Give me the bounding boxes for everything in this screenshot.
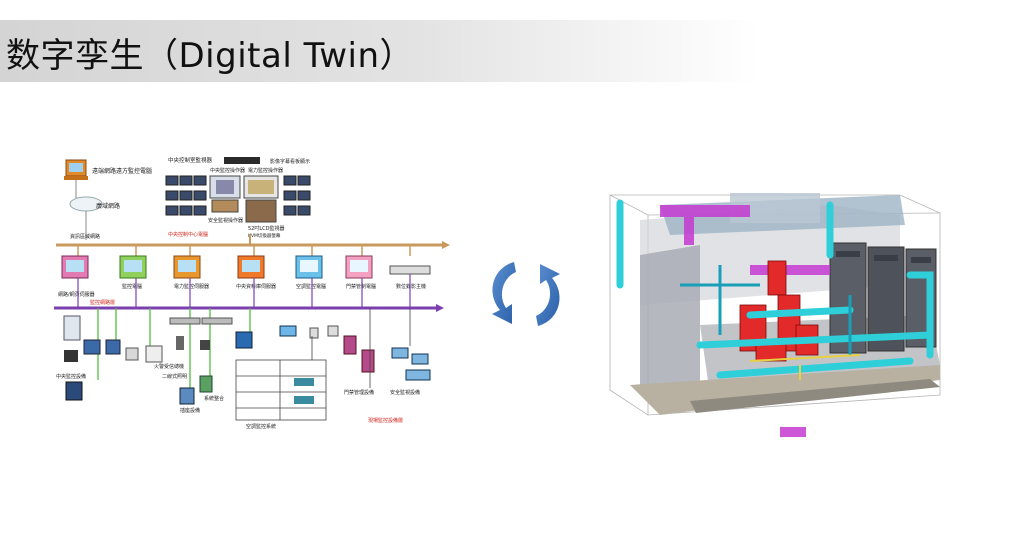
bus-label: 監控網路層 [90, 299, 115, 306]
pipes [616, 199, 934, 379]
sync-arrows-icon [492, 262, 560, 326]
center-screen-label: 影像字幕看板顯示 [270, 158, 310, 165]
server-row [61, 245, 431, 279]
bottom-label-7: 安全監視設備 [390, 389, 420, 396]
accent-lines [749, 354, 861, 380]
led-board [224, 157, 260, 164]
server-label-6: 數位錄影主機 [396, 283, 426, 290]
hvac-circuit [235, 359, 327, 421]
bottom-label-5: 空調監控系統 [246, 423, 276, 430]
bottom-label-1: 火警受信總機 [154, 363, 184, 370]
server-label-1: 監控電腦 [122, 283, 142, 290]
center-screens [209, 175, 279, 223]
control-center-title: 中央控制室監視器 [168, 156, 213, 164]
bottom-label-6: 門禁管理設備 [344, 389, 374, 396]
remote-computer-label: 遠端網路遠方監控電腦 [92, 167, 152, 175]
bottom-label-4: 系統整合 [204, 395, 224, 402]
bottom-label-3: 插座設備 [180, 407, 200, 414]
remote-computer-icon [64, 159, 88, 180]
floor-base [690, 379, 940, 413]
cloud-label: 廣域網路 [96, 202, 120, 210]
system-architecture-diagram: 遠端網路遠方監控電腦 廣域網路 中央控制室監視器 影像字幕看板顯示 中央監控操作… [54, 156, 450, 430]
server-label-5: 門禁管制電腦 [346, 283, 376, 290]
bottom-label-0: 中央監控設備 [56, 373, 86, 380]
network-label: 資訊區域網路 [70, 233, 100, 240]
bottom-label-8: 現場監控設備層 [368, 417, 403, 424]
ducts [660, 205, 830, 437]
server-label-2: 電力監控伺服器 [174, 283, 209, 290]
tanks [829, 242, 937, 354]
server-label-0: 網路/網頁伺服器 [58, 291, 95, 298]
bottom-label-2: 二線式照明 [162, 373, 187, 380]
title-banner [0, 20, 760, 82]
server-label-3: 中央資料庫伺服器 [236, 283, 276, 290]
center-panel-label-1: 中央監控操作器 [210, 167, 245, 174]
kvm-label: KVM切換器螢幕 [248, 232, 281, 239]
server-label-4: 空調監控電腦 [296, 283, 326, 290]
control-center-caption: 中央控制中心電腦 [168, 231, 208, 238]
field-devices [63, 315, 431, 405]
security-label: 安全監視操作器 [208, 217, 243, 224]
3d-mechanical-room-model [609, 193, 941, 437]
monitor-wall-right [283, 175, 311, 216]
pipes-thin [680, 265, 852, 355]
lcd-label: 52吋LCD監視器 [248, 225, 285, 232]
center-panel-label-2: 電力監控操作器 [248, 167, 283, 174]
monitor-wall-left [165, 175, 207, 216]
slide-title: 数字孪生（Digital Twin） [6, 36, 415, 76]
